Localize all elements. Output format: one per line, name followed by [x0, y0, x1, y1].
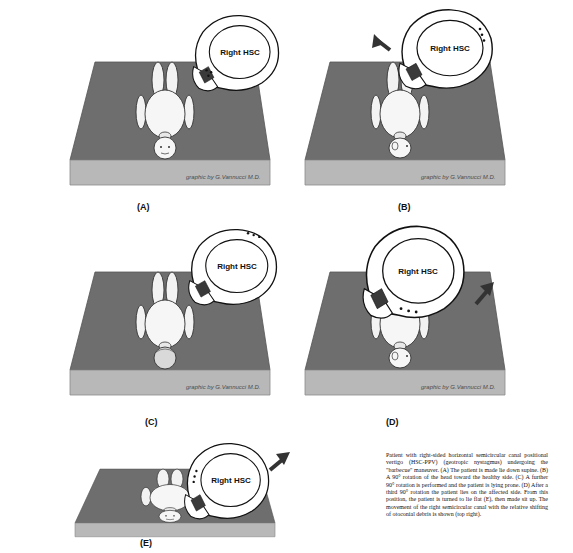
canal-label: Right HSC [217, 263, 257, 271]
otoconia [258, 236, 260, 238]
utricle [399, 63, 426, 88]
otoconia [205, 69, 207, 71]
canal-label: Right HSC [430, 45, 470, 53]
panel-label: (D) [386, 418, 399, 428]
otoconia [479, 28, 482, 30]
watermark: graphic by G.Vannucci M.D. [186, 174, 260, 181]
canal-outer-wall [196, 16, 279, 91]
canal-diagram: Right HSC [360, 222, 468, 322]
rotation-arrow [476, 282, 494, 304]
otoconia [400, 307, 403, 310]
rotation-arrow [270, 452, 290, 470]
watermark: graphic by G.Vannucci M.D. [421, 384, 495, 391]
otoconia [193, 475, 195, 477]
canal-inner-wall [201, 454, 260, 507]
utricle [185, 495, 209, 519]
otoconia [252, 234, 254, 236]
cupula [191, 495, 205, 511]
otoconia [407, 309, 410, 312]
otoconia [415, 311, 418, 314]
canal-outer-wall [187, 444, 268, 519]
canal-inner-wall [383, 239, 454, 303]
utricle [189, 281, 215, 305]
canal-inner-wall [206, 240, 268, 293]
cupula [199, 67, 214, 83]
canal-inner-wall [417, 20, 483, 75]
utricle [193, 67, 218, 91]
panel-label: (A) [137, 203, 150, 213]
canal-outer-wall [366, 226, 463, 317]
canal-label: Right HSC [220, 49, 260, 57]
canal-diagram: Right HSC [182, 440, 272, 522]
panel-label: (B) [398, 203, 411, 213]
otoconia [193, 481, 195, 483]
otoconia [247, 232, 249, 234]
cupula [406, 63, 422, 80]
canal-diagram: Right HSC [186, 226, 280, 308]
otoconia [481, 33, 484, 35]
otoconia [483, 39, 486, 41]
cupula [371, 289, 388, 309]
utricle [363, 289, 392, 319]
watermark: graphic by G.Vannucci M.D. [421, 174, 495, 181]
rotation-arrow [372, 34, 390, 50]
canal-inner-wall [209, 26, 270, 79]
panel-label: (C) [145, 418, 158, 428]
otoconia [210, 71, 212, 73]
canal-diagram: Right HSC [190, 12, 282, 94]
cupula [195, 281, 210, 297]
canal-outer-wall [402, 10, 492, 88]
watermark: graphic by G.Vannucci M.D. [186, 384, 260, 391]
canal-diagram: Right HSC [396, 6, 496, 92]
panel-label: (E) [140, 539, 152, 549]
otoconia [207, 75, 209, 77]
canal-outer-wall [192, 230, 277, 305]
figure-caption: Patient with right-sided horizontal semi… [386, 452, 548, 519]
canal-label: Right HSC [211, 477, 251, 485]
otoconia [195, 470, 197, 472]
canal-label: Right HSC [398, 268, 438, 276]
